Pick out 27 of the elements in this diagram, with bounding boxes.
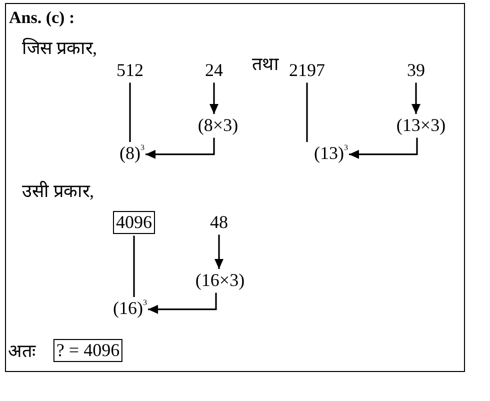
arrow <box>148 292 217 314</box>
intro-phrase: उसी प्रकार, <box>22 181 94 202</box>
product-expression: (8×3) <box>198 115 238 136</box>
connector-line <box>306 82 308 142</box>
arrow <box>412 82 420 114</box>
arrow <box>349 138 418 159</box>
number-label: 48 <box>210 212 228 233</box>
cube-expression: (13)$^{3}$ <box>314 143 348 164</box>
number-label: 39 <box>407 60 425 81</box>
number-label: 2197 <box>289 60 325 81</box>
number-label: 24 <box>205 60 223 81</box>
intro-phrase: जिस प्रकार, <box>22 38 97 59</box>
product-expression: (16×3) <box>195 270 245 291</box>
product-expression: (13×3) <box>396 115 446 136</box>
boxed-answer: ? = 4096 <box>53 339 123 362</box>
arrow <box>214 234 224 269</box>
connector-line <box>133 236 135 297</box>
cube-expression: (8)$^{3}$ <box>120 143 144 164</box>
conclusion-word: अतः <box>8 341 36 362</box>
boxed-number: 4096 <box>113 211 155 234</box>
cube-expression: (16)$^{3}$ <box>113 298 147 319</box>
number-label: 512 <box>116 60 144 81</box>
connector-line <box>129 82 131 142</box>
joining-word: तथा <box>252 54 279 75</box>
arrow <box>146 138 215 159</box>
answer-heading: Ans. (c) : <box>9 8 75 28</box>
arrow <box>210 82 218 114</box>
